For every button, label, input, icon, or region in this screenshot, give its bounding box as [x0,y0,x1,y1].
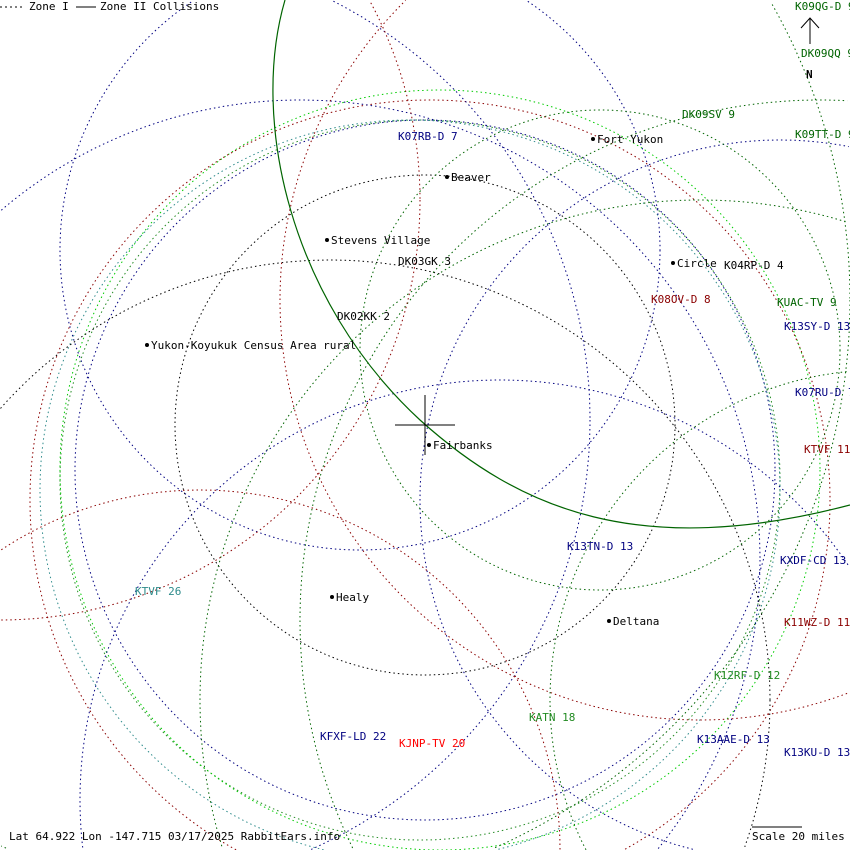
station-label[interactable]: DK02KK 2 [337,310,390,323]
station-label[interactable]: K13KU-D 13 [784,746,850,759]
station-label[interactable]: K13TN-D 13 [567,540,633,553]
station-label[interactable]: K08OV-D 8 [651,293,711,306]
coverage-ring [279,0,848,721]
city-stevens-village[interactable]: Stevens Village [325,234,430,247]
svg-text:Fort Yukon: Fort Yukon [597,133,663,146]
station-label[interactable]: KXDF-CD 13 [780,554,846,567]
svg-text:Deltana: Deltana [613,615,659,628]
city-fort-yukon[interactable]: Fort Yukon [591,133,663,146]
station-labels: K09QG-D 9 DK09QQ 9 DK09SV 9 K09TT-D 9 K07RB-… [135,0,850,759]
station-label[interactable]: KTVF 26 [135,585,181,598]
station-label[interactable]: K12RF-D 12 [714,669,780,682]
station-label[interactable]: K07RU-D 7 [795,386,850,399]
svg-text:Beaver: Beaver [451,171,491,184]
coverage-ring [39,119,781,850]
coverage-ring [59,89,821,850]
coverage-ring [199,199,847,847]
station-label[interactable]: K13AAE-D 13 [697,733,770,746]
coverage-ring [0,4,850,849]
station-label[interactable]: KTVF 11 [804,443,850,456]
city-circle[interactable]: Circle [671,257,717,270]
coverage-ring [174,174,676,676]
footer-info: Lat 64.922 Lon -147.715 03/17/2025 Rabbi… [9,830,340,843]
station-label[interactable]: K04RP-D 4 [724,259,784,272]
coverage-ring [299,99,848,849]
svg-text:Yukon-Koyukuk Census Area rura: Yukon-Koyukuk Census Area rural [151,339,356,352]
city-markers: Fort Yukon Beaver Stevens Village Circle… [145,133,717,628]
coverage-ring [79,379,849,848]
coverage-ring [0,99,761,850]
coverage-ring [59,0,661,551]
city-deltana[interactable]: Deltana [607,615,659,628]
zone2-collision-arc [272,0,850,529]
station-label[interactable]: K11WZ-D 11 [784,616,850,629]
north-label: N [806,68,813,81]
station-label[interactable]: DK09QQ 9 [801,47,850,60]
svg-text:Stevens Village: Stevens Village [331,234,430,247]
station-label[interactable]: K07RB-D 7 [398,130,458,143]
legend-zone2: Zone II Collisions [100,0,219,13]
station-label[interactable]: K09QG-D 9 [795,0,850,13]
coverage-ring [74,119,776,821]
coverage-ring [0,259,771,848]
coverage-ring [359,109,841,591]
svg-text:Fairbanks: Fairbanks [433,439,493,452]
north-arrow: N [800,17,820,81]
coverage-ring [29,99,831,850]
coverage-ring [0,2,421,621]
crosshair [395,395,455,455]
station-label[interactable]: K09TT-D 9 [795,128,850,141]
scale-label: Scale 20 miles [752,830,845,843]
station-label[interactable]: KJNP-TV 20 [399,737,465,750]
legend-zone1: Zone I [29,0,69,13]
station-label[interactable]: K13SY-D 13 [784,320,850,333]
station-label[interactable]: KFXF-LD 22 [320,730,386,743]
city-beaver[interactable]: Beaver [445,171,491,184]
station-label[interactable]: KUAC-TV 9 [777,296,837,309]
svg-text:Circle: Circle [677,257,717,270]
station-label[interactable]: DK09SV 9 [682,108,735,121]
coverage-ring [310,0,591,850]
city-healy[interactable]: Healy [330,591,369,604]
city-yukon-koyukuk[interactable]: Yukon-Koyukuk Census Area rural [145,339,356,352]
coverage-ring [419,139,849,850]
city-fairbanks[interactable]: Fairbanks [427,439,493,452]
svg-text:Healy: Healy [336,591,369,604]
station-label[interactable]: KATN 18 [529,711,575,724]
station-label[interactable]: DK03GK 3 [398,255,451,268]
legend: Zone I Zone II Collisions [0,0,219,13]
coverage-ring [1,489,561,850]
